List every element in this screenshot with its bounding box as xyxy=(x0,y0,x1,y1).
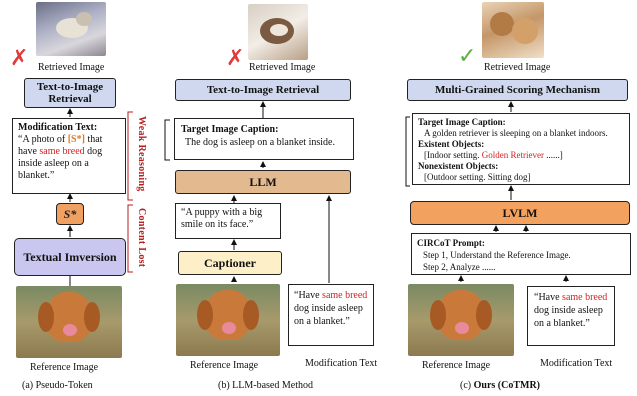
reference-image-b xyxy=(176,284,280,356)
target-caption-box-b: Target Image Caption: The dog is asleep … xyxy=(174,118,354,160)
captioner-box: Captioner xyxy=(178,251,282,275)
captioner-output-text: “A puppy with a big smile on its face.” xyxy=(181,207,263,230)
prompt-step1: Step 1, Understand the Reference Image. xyxy=(423,250,571,260)
pseudo-token-label: S* xyxy=(63,206,77,221)
retrieval-box-b: Text-to-Image Retrieval xyxy=(175,79,351,101)
retrieved-label-a: Retrieved Image xyxy=(38,62,105,73)
scoring-box: Multi-Grained Scoring Mechanism xyxy=(407,79,628,101)
llm-label: LLM xyxy=(249,174,277,189)
retrieval-box-b-label: Text-to-Image Retrieval xyxy=(206,84,320,96)
modification-label-c: Modification Text xyxy=(540,358,613,369)
caption-b: (b) LLM-based Method xyxy=(218,380,313,391)
mod-a-post: dog inside asleep on a blanket.” xyxy=(18,146,103,181)
captioner-label: Captioner xyxy=(204,255,256,270)
mod-a-mid: that have xyxy=(18,134,103,157)
nonexistent-title-c: Nonexistent Objects: xyxy=(418,161,499,171)
mod-a-pre: “A photo of xyxy=(18,134,68,145)
mod-b-post: dog inside asleep on a blanket.” xyxy=(294,303,363,327)
retrieved-label-c: Retrieved Image xyxy=(484,62,551,73)
modification-label-b: Modification Text xyxy=(305,358,378,369)
captioner-output-box: “A puppy with a big smile on its face.” xyxy=(175,203,281,239)
cross-mark-icon: ✗ xyxy=(10,46,29,71)
retrieved-image-b xyxy=(248,4,308,60)
content-lost-label: Content Lost xyxy=(136,208,147,268)
caption-c: (c) Ours (CoTMR) xyxy=(460,380,540,391)
modification-text-box-c: “Have same breed dog inside asleep on a … xyxy=(527,286,615,346)
caption-c-bold: Ours (CoTMR) xyxy=(473,380,540,391)
prompt-step2: Step 2, Analyze ...... xyxy=(423,262,496,272)
retrieval-box-a-label: Text-to-Image Retrieval xyxy=(36,81,104,105)
textual-inversion-box: Textual Imversion xyxy=(14,238,126,276)
mod-c-pre: “Have xyxy=(534,292,563,303)
lvlm-box: LVLM xyxy=(410,201,630,225)
retrieved-label-b: Retrieved Image xyxy=(249,62,316,73)
retrieval-box-a: Text-to-Image Retrieval xyxy=(24,78,116,108)
modification-body-a: “A photo of [S*] that have same breed do… xyxy=(18,134,120,182)
caption-a: (a) Pseudo-Token xyxy=(22,380,93,391)
mod-a-token: [S*] xyxy=(67,134,85,145)
target-title-b: Target Image Caption: xyxy=(181,124,279,135)
check-mark-icon: ✓ xyxy=(458,44,477,69)
nonexistent-text-c: [Outdoor setting. Sitting dog] xyxy=(424,172,531,182)
reference-label-a: Reference Image xyxy=(30,362,99,373)
target-title-c: Target Image Caption: xyxy=(418,117,506,127)
reference-label-b: Reference Image xyxy=(190,360,259,371)
mod-a-red: same breed xyxy=(39,146,85,157)
mod-c-red: same breed xyxy=(562,292,608,303)
lvlm-label: LVLM xyxy=(502,205,538,220)
retrieved-image-a xyxy=(36,2,106,56)
retrieved-image-c xyxy=(482,2,544,58)
caption-c-prefix: (c) xyxy=(460,380,474,391)
target-caption-box-c: Target Image Caption: A golden retriever… xyxy=(412,113,630,185)
llm-box: LLM xyxy=(175,170,351,194)
existent-red: Golden Retriever xyxy=(481,150,544,160)
target-text-b: The dog is asleep on a blanket inside. xyxy=(185,137,335,148)
modification-text-box-b: “Have same breed dog inside asleep on a … xyxy=(288,284,374,346)
existent-pre: [Indoor setting. xyxy=(424,150,482,160)
prompt-title: CIRCoT Prompt: xyxy=(417,238,485,248)
mod-b-red: same breed xyxy=(322,290,368,301)
cross-mark-icon: ✗ xyxy=(226,46,245,71)
existent-title-c: Existent Objects: xyxy=(418,139,485,149)
modification-text-box-a: Modification Text: “A photo of [S*] that… xyxy=(12,118,126,194)
reference-image-a xyxy=(16,286,122,358)
pseudo-token-box: S* xyxy=(56,203,84,225)
modification-title-a: Modification Text: xyxy=(18,122,98,133)
target-text-c: A golden retriever is sleeping on a blan… xyxy=(424,128,608,138)
circot-prompt-box: CIRCoT Prompt: Step 1, Understand the Re… xyxy=(411,233,631,275)
existent-body-c: [Indoor setting. Golden Retriever ......… xyxy=(418,150,624,161)
scoring-box-label: Multi-Grained Scoring Mechanism xyxy=(435,84,600,96)
textual-inversion-label: Textual Imversion xyxy=(23,250,117,264)
existent-post: ......] xyxy=(543,150,563,160)
weak-reasoning-label: Weak Reasoning xyxy=(136,116,147,192)
mod-b-pre: “Have xyxy=(294,290,323,301)
reference-image-c xyxy=(408,284,514,356)
mod-c-post: dog inside asleep on a blanket.” xyxy=(534,305,603,329)
reference-label-c: Reference Image xyxy=(422,360,491,371)
